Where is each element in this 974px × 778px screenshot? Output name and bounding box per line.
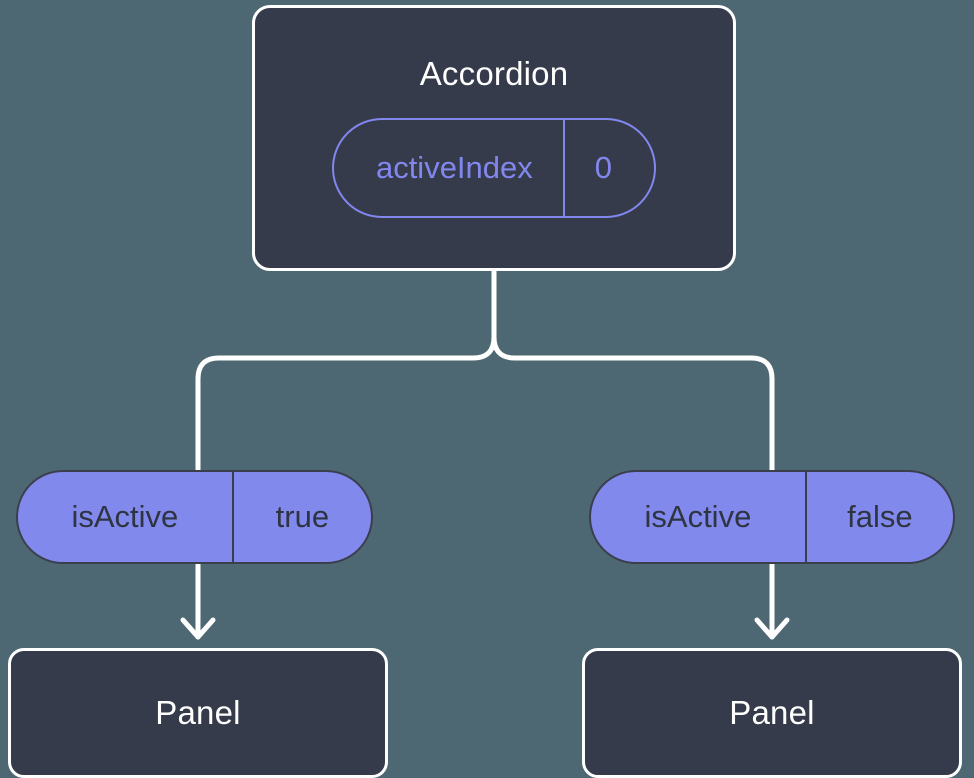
prop-badge-value: true <box>275 499 330 534</box>
node-accordion[interactable]: Accordion activeIndex 0 <box>252 5 736 271</box>
node-accordion-label: Accordion <box>419 55 569 92</box>
state-badge-active-index[interactable]: activeIndex 0 <box>331 118 657 218</box>
arrow-head-left-icon <box>180 617 216 640</box>
prop-badge-is-active-true[interactable]: isActive true <box>16 470 373 564</box>
state-badge-value: 0 <box>594 150 613 185</box>
node-panel-left[interactable]: Panel <box>8 648 388 778</box>
state-badge-key: activeIndex <box>334 120 565 216</box>
arrow-head-right-icon <box>754 617 790 640</box>
node-panel-label: Panel <box>155 694 241 731</box>
node-panel-right[interactable]: Panel <box>582 648 962 778</box>
prop-badge-key: isActive <box>18 472 234 562</box>
prop-badge-key: isActive <box>591 472 807 562</box>
connector-branch-right <box>491 334 775 473</box>
prop-badge-is-active-false[interactable]: isActive false <box>589 470 955 564</box>
connector-branch-left <box>195 334 497 473</box>
node-panel-label: Panel <box>729 694 815 731</box>
prop-badge-value: false <box>847 499 913 534</box>
